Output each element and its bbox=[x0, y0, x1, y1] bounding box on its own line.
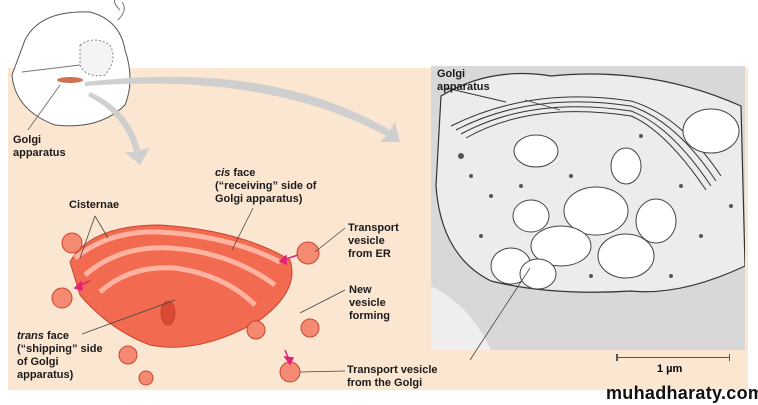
golgi-label-cell: Golgi apparatus bbox=[13, 134, 66, 159]
new-vesicle-label: New vesicle forming bbox=[349, 284, 390, 322]
trans-face-label: trans face (“shipping” side of Golgi app… bbox=[17, 330, 103, 382]
transport-vesicle-golgi-label: Transport vesicle from the Golgi bbox=[347, 364, 438, 389]
watermark: muhadharaty.com bbox=[606, 383, 758, 403]
transport-vesicle-er-label: Transport vesicle from ER bbox=[348, 222, 399, 260]
electron-micrograph bbox=[431, 66, 745, 350]
cis-face-label: cis face (“receiving” side of Golgi appa… bbox=[215, 167, 316, 206]
scale-label: 1 µm bbox=[657, 363, 683, 375]
cis-rest: face (“receiving” side of Golgi apparatu… bbox=[215, 167, 317, 205]
trans-rest: face (“shipping” side of Golgi apparatus… bbox=[17, 330, 103, 381]
cis-italic: cis bbox=[215, 167, 231, 179]
micrograph-golgi-label: Golgi apparatus bbox=[437, 68, 490, 93]
trans-italic: trans bbox=[17, 330, 44, 342]
cisternae-label: Cisternae bbox=[69, 199, 120, 211]
scale-bar bbox=[616, 354, 730, 361]
